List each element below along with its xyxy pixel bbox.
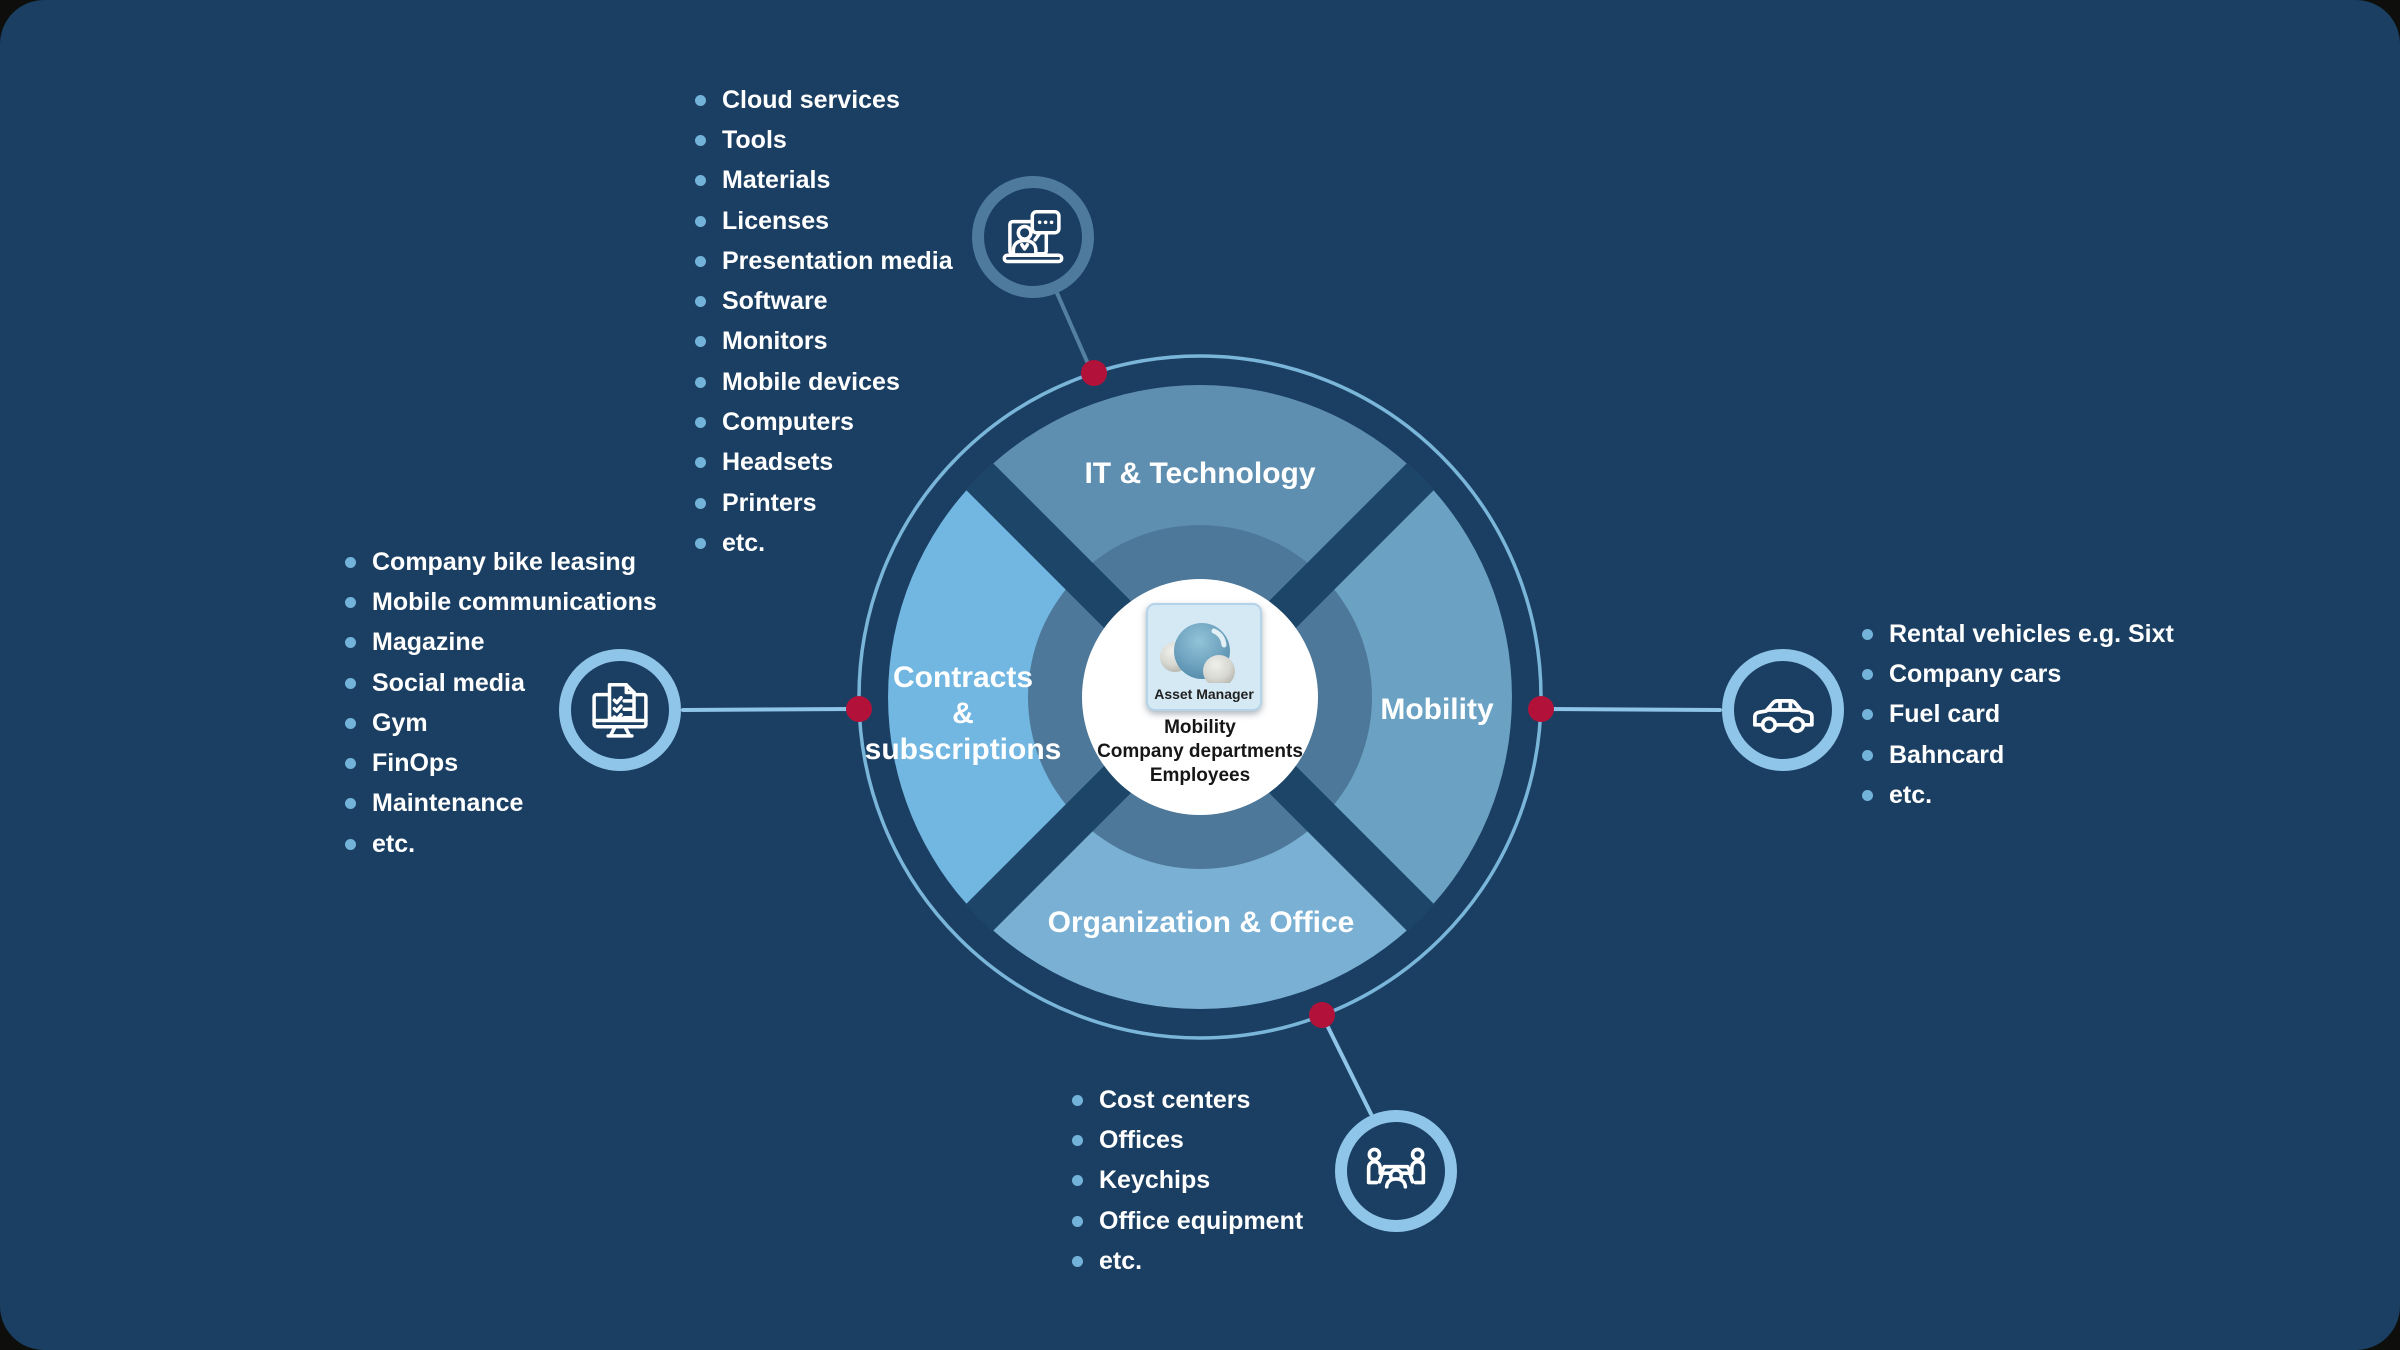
connector-it: [1055, 291, 1091, 368]
center-line-mobility: Mobility: [1164, 717, 1236, 738]
list-item: Mobile communications: [345, 582, 657, 622]
contracts-line-1: Contracts: [892, 661, 1034, 694]
list-item: Printers: [695, 483, 953, 523]
list-item: etc.: [695, 523, 953, 563]
video-call-icon: [1002, 210, 1064, 264]
list-item: Company cars: [1862, 654, 2174, 694]
center-audience-text: Mobility Company departments Employees: [1097, 716, 1303, 788]
list-item: Presentation media: [695, 241, 953, 281]
mobility-items-list: Rental vehicles e.g. Sixt Company cars F…: [1862, 614, 2174, 815]
list-item: Office equipment: [1072, 1201, 1303, 1241]
list-item: Licenses: [695, 201, 953, 241]
quadrant-label-it: IT & Technology: [1084, 457, 1316, 490]
asset-manager-spheres: [1160, 623, 1235, 683]
contracts-line-2: &: [952, 697, 974, 730]
list-item: Maintenance: [345, 784, 657, 824]
anchor-dot-contracts: [846, 696, 872, 722]
list-item: Software: [695, 281, 953, 321]
it-items-list: Cloud services Tools Materials Licenses …: [695, 80, 953, 564]
list-item: Fuel card: [1862, 695, 2174, 735]
list-item: Cost centers: [1072, 1080, 1303, 1120]
contracts-line-3: subscriptions: [864, 733, 1062, 766]
list-item: Offices: [1072, 1120, 1303, 1160]
it-node: [972, 176, 1094, 298]
list-item: Gym: [345, 703, 657, 743]
anchor-dot-organization: [1309, 1002, 1335, 1028]
list-item: Materials: [695, 161, 953, 201]
list-item: Tools: [695, 120, 953, 160]
list-item: etc.: [1072, 1241, 1303, 1281]
list-item: etc.: [1862, 775, 2174, 815]
organization-node: [1335, 1110, 1457, 1232]
list-item: etc.: [345, 824, 657, 864]
anchor-dot-it: [1081, 360, 1107, 386]
list-item: Company bike leasing: [345, 542, 657, 582]
connector-organization: [1323, 1019, 1373, 1116]
list-item: FinOps: [345, 743, 657, 783]
meeting-table-icon: [1366, 1147, 1426, 1189]
center-line-employees: Employees: [1149, 765, 1251, 786]
list-item: Computers: [695, 402, 953, 442]
list-item: Magazine: [345, 623, 657, 663]
asset-manager-label: Asset Manager: [1154, 686, 1254, 702]
list-item: Cloud services: [695, 80, 953, 120]
quadrant-label-mobility: Mobility: [1380, 693, 1494, 726]
mobility-node: [1722, 649, 1844, 771]
quadrant-label-organization: Organization & Office: [1047, 906, 1355, 939]
center-line-departments: Company departments: [1097, 741, 1303, 762]
list-item: Keychips: [1072, 1161, 1303, 1201]
list-item: Bahncard: [1862, 735, 2174, 775]
list-item: Mobile devices: [695, 362, 953, 402]
list-item: Rental vehicles e.g. Sixt: [1862, 614, 2174, 654]
asset-manager-logo: Asset Manager: [1146, 603, 1262, 711]
connector-mobility: [1545, 707, 1722, 712]
car-icon: [1753, 699, 1814, 733]
list-item: Social media: [345, 663, 657, 703]
list-item: Monitors: [695, 322, 953, 362]
contracts-items-list: Company bike leasing Mobile communicatio…: [345, 542, 657, 864]
quadrant-label-contracts: Contracts & subscriptions: [865, 660, 1062, 768]
organization-items-list: Cost centers Offices Keychips Office equ…: [1072, 1080, 1303, 1281]
anchor-dot-mobility: [1528, 696, 1554, 722]
list-item: Headsets: [695, 443, 953, 483]
connector-contracts: [681, 707, 855, 712]
